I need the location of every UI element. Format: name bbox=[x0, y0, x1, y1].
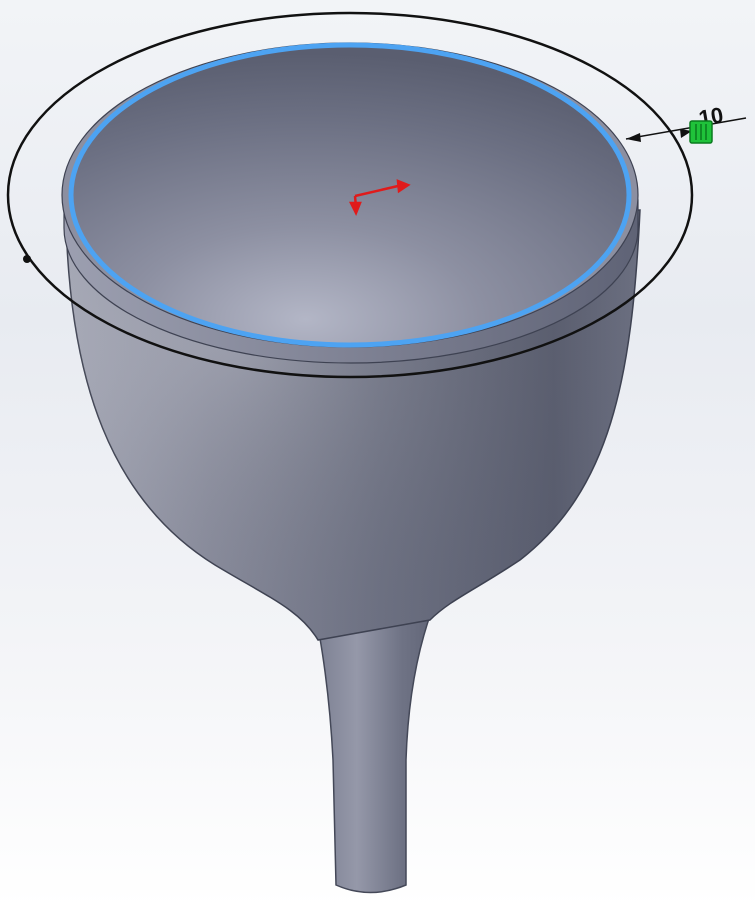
dimension-arrow-right-icon bbox=[680, 129, 692, 138]
dimension-handle-icon[interactable] bbox=[689, 120, 713, 144]
inner-cavity[interactable] bbox=[72, 47, 628, 343]
origin-triad-icon bbox=[348, 179, 411, 217]
selected-rim-edge[interactable] bbox=[68, 42, 632, 348]
sketch-point[interactable] bbox=[23, 255, 31, 263]
dimension-line bbox=[625, 117, 747, 140]
funnel-stem[interactable] bbox=[311, 589, 442, 894]
dimension-arrow-left-icon bbox=[626, 133, 641, 142]
sketch-circle[interactable] bbox=[6, 11, 694, 379]
dimension-10[interactable]: 10 bbox=[625, 102, 747, 144]
